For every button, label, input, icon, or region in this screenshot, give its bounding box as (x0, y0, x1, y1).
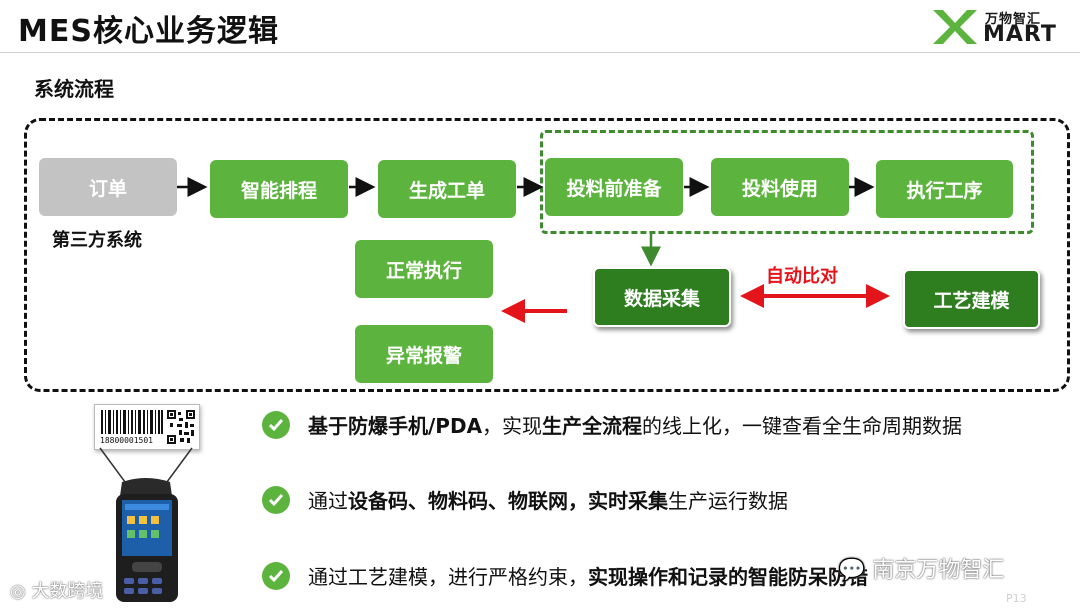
auto-compare-label: 自动比对 (766, 266, 838, 287)
check-icon (262, 485, 290, 514)
bullet-text: 基于防爆手机/PDA，实现生产全流程的线上化，一键查看全生命周期数据 (308, 414, 963, 438)
smart-scheduling-box: 智能排程 (210, 160, 348, 218)
process-modeling-box: 工艺建模 (903, 269, 1040, 329)
system-flow-frame (24, 118, 1070, 392)
watermark-left: ◎ 大数跨境 (10, 581, 104, 602)
barcode-label: 18800001501 (94, 404, 200, 450)
header-divider (0, 52, 1080, 53)
watermark-logo-icon: ◎ (10, 581, 32, 602)
barcode-icon (101, 410, 163, 434)
order-source-label: 第三方系统 (52, 230, 142, 251)
page-number: P13 (1006, 592, 1027, 605)
company-logo: 万物智汇 MART (933, 8, 1058, 47)
logo-text-en: MART (983, 22, 1057, 47)
execute-process-box: 执行工序 (876, 160, 1013, 218)
order-box: 订单 (39, 158, 177, 216)
section-title: 系统流程 (34, 77, 114, 101)
check-icon (262, 561, 290, 590)
feeding-use-box: 投料使用 (711, 158, 849, 216)
bullet-text: 通过设备码、物料码、物联网，实时采集生产运行数据 (308, 489, 788, 513)
work-order-box: 生成工单 (378, 160, 516, 218)
bullet-item: 基于防爆手机/PDA，实现生产全流程的线上化，一键查看全生命周期数据 (262, 410, 962, 439)
x-logo-icon (933, 10, 977, 44)
logo-text-cn: 万物智汇 (985, 12, 1042, 27)
page-title: MES核心业务逻辑 (18, 14, 279, 49)
watermark-right: 💬 南京万物智汇 (838, 558, 1005, 583)
bullet-item: 通过设备码、物料码、物联网，实时采集生产运行数据 (262, 485, 788, 514)
bullet-text: 通过工艺建模，进行严格约束，实现操作和记录的智能防呆防错 (308, 565, 868, 589)
normal-execution-box: 正常执行 (355, 240, 493, 298)
check-icon (262, 410, 290, 439)
feeding-prep-box: 投料前准备 (545, 158, 683, 216)
abnormal-alarm-box: 异常报警 (355, 325, 493, 383)
bullet-item: 通过工艺建模，进行严格约束，实现操作和记录的智能防呆防错 (262, 561, 868, 590)
wechat-icon: 💬 (838, 558, 873, 583)
data-collection-box: 数据采集 (593, 267, 731, 327)
handheld-pda-icon (99, 447, 193, 602)
pda-device-illustration: 18800001501 (92, 404, 204, 604)
barcode-number: 18800001501 (100, 436, 153, 445)
qr-code-icon (167, 410, 195, 444)
